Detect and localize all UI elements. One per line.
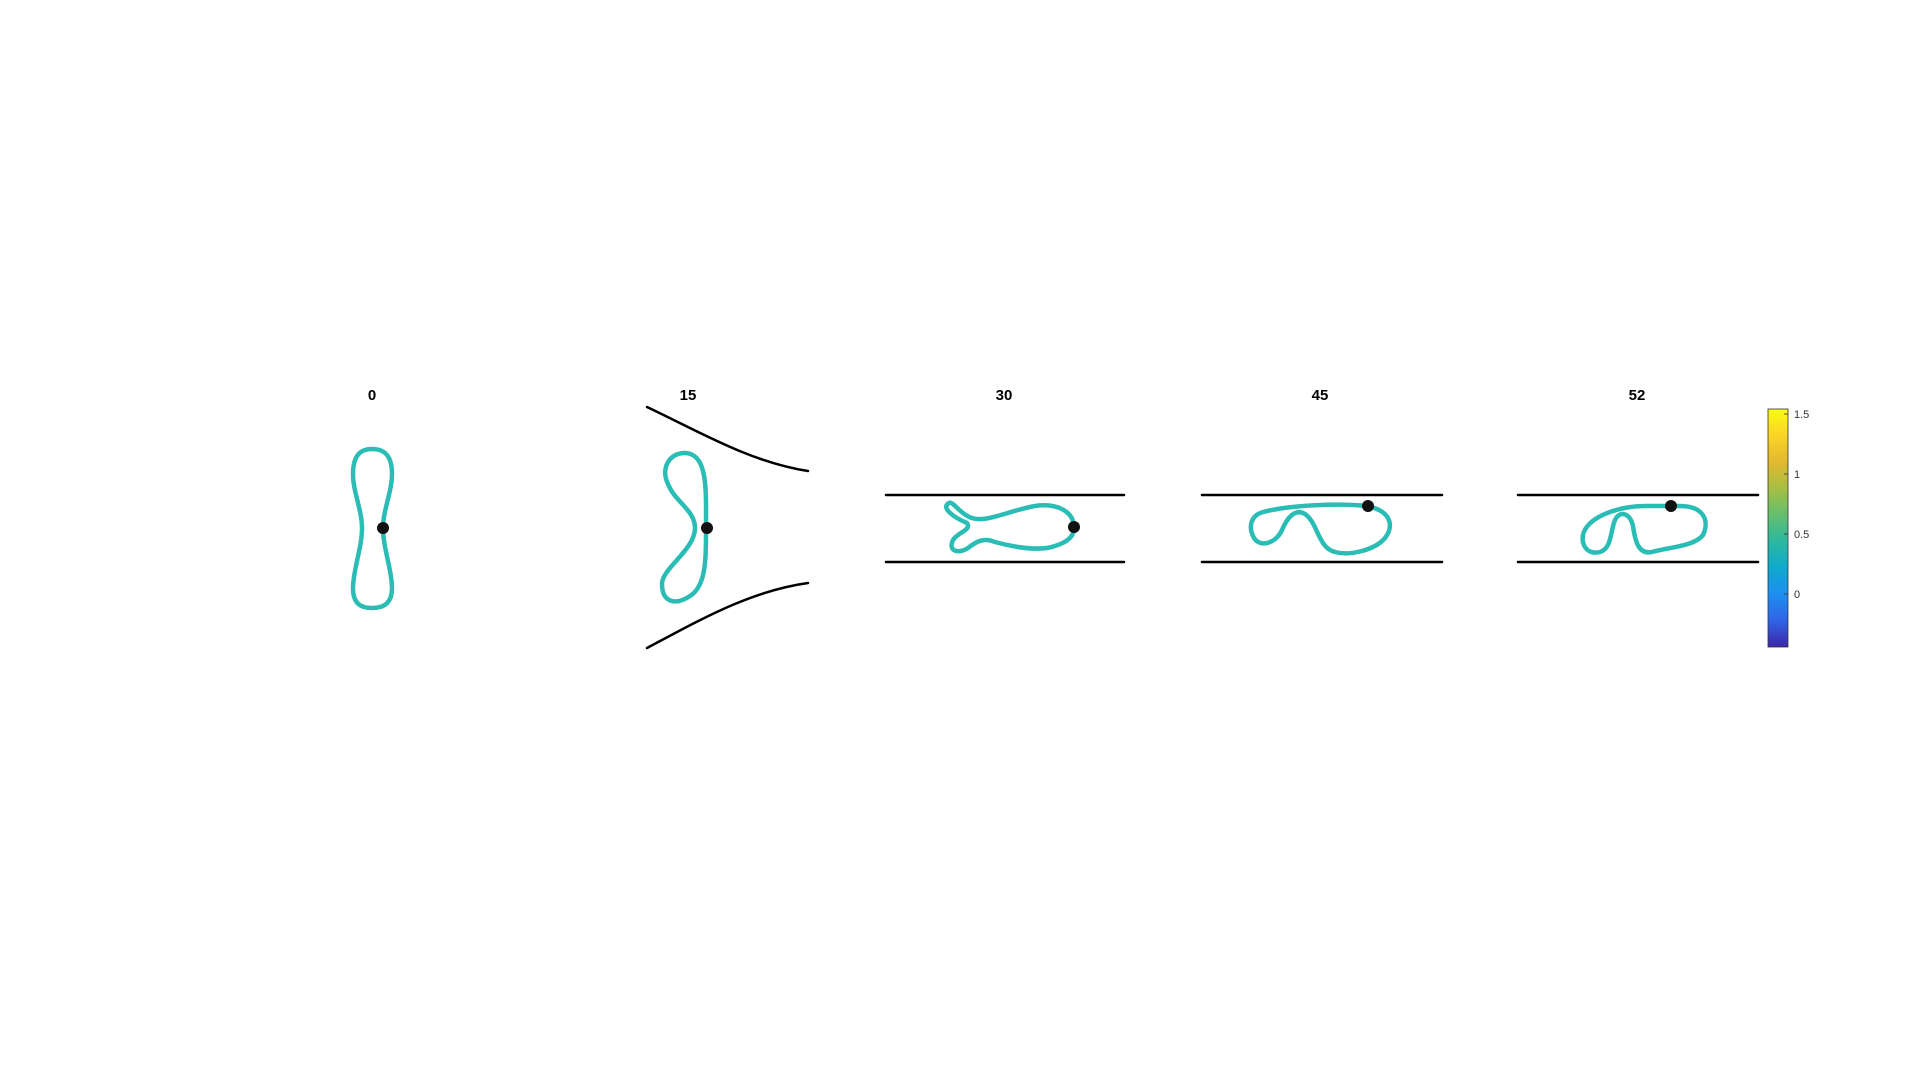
panel-45: 45: [1200, 387, 1444, 564]
tracking-marker: [701, 522, 713, 534]
tracking-marker: [1362, 500, 1374, 512]
colorbar-tick-label: 0.5: [1794, 529, 1809, 541]
panel-title: 15: [680, 387, 697, 404]
colorbar-tick-label: 0: [1794, 589, 1800, 601]
colorbar-tick-label: 1.5: [1794, 409, 1809, 421]
panel-title: 0: [368, 387, 376, 404]
panel-0: 0: [350, 387, 395, 611]
panel-52: 52: [1516, 387, 1760, 564]
channel-wall-top: [645, 405, 810, 473]
cell-shape: [350, 446, 395, 611]
tracking-marker: [1665, 500, 1677, 512]
panel-30: 30: [884, 387, 1126, 564]
tracking-marker: [1068, 521, 1080, 533]
channel-wall-bottom: [645, 581, 810, 650]
cell-shape: [944, 500, 1077, 554]
cell-shape: [1248, 502, 1392, 556]
cell-shape: [1580, 503, 1708, 555]
cell-shape: [659, 450, 709, 604]
panel-15: 15: [645, 387, 810, 650]
panel-title: 30: [996, 387, 1013, 404]
colorbar-gradient: [1767, 408, 1789, 648]
colorbar-tick-label: 1: [1794, 469, 1800, 481]
colorbar: 1.5 1 0.5 0: [1767, 408, 1809, 648]
panel-title: 45: [1312, 387, 1329, 404]
tracking-marker: [377, 522, 389, 534]
panel-title: 52: [1629, 387, 1646, 404]
